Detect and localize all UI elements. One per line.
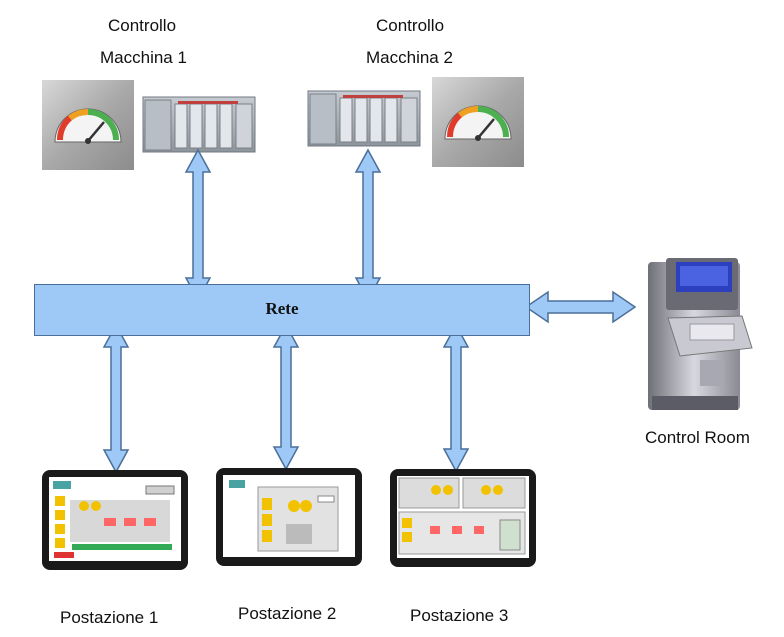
tablet-station-1 [42,470,188,570]
control-room-kiosk-icon [648,258,753,410]
station-2-label: Postazione 2 [238,604,337,623]
station-3-label: Postazione 3 [410,606,509,625]
machine-1-title-line2: Macchina 1 [100,48,187,67]
gauge-icon-2 [432,77,524,167]
machine-1-title-line1: Controllo [108,16,177,35]
link-arrow-control-room [524,290,637,324]
plc-controller-icon-1 [142,96,256,153]
station-1-label: Postazione 1 [60,608,159,627]
network-label: Rete [265,299,299,318]
link-arrow-station-2 [272,323,300,471]
link-arrow-station-1 [102,323,130,474]
network-bus [34,284,530,336]
tablet-station-2 [216,468,362,566]
link-arrow-machine-2 [354,148,382,302]
link-arrow-machine-1 [184,148,212,302]
machine-2-title-line2: Macchina 2 [366,48,453,67]
control-room-label: Control Room [645,428,750,447]
gauge-icon-1 [42,80,134,170]
tablet-station-3 [390,469,536,567]
machine-2-title-line1: Controllo [376,16,445,35]
link-arrow-station-3 [442,323,470,473]
plc-controller-icon-2 [307,90,421,147]
